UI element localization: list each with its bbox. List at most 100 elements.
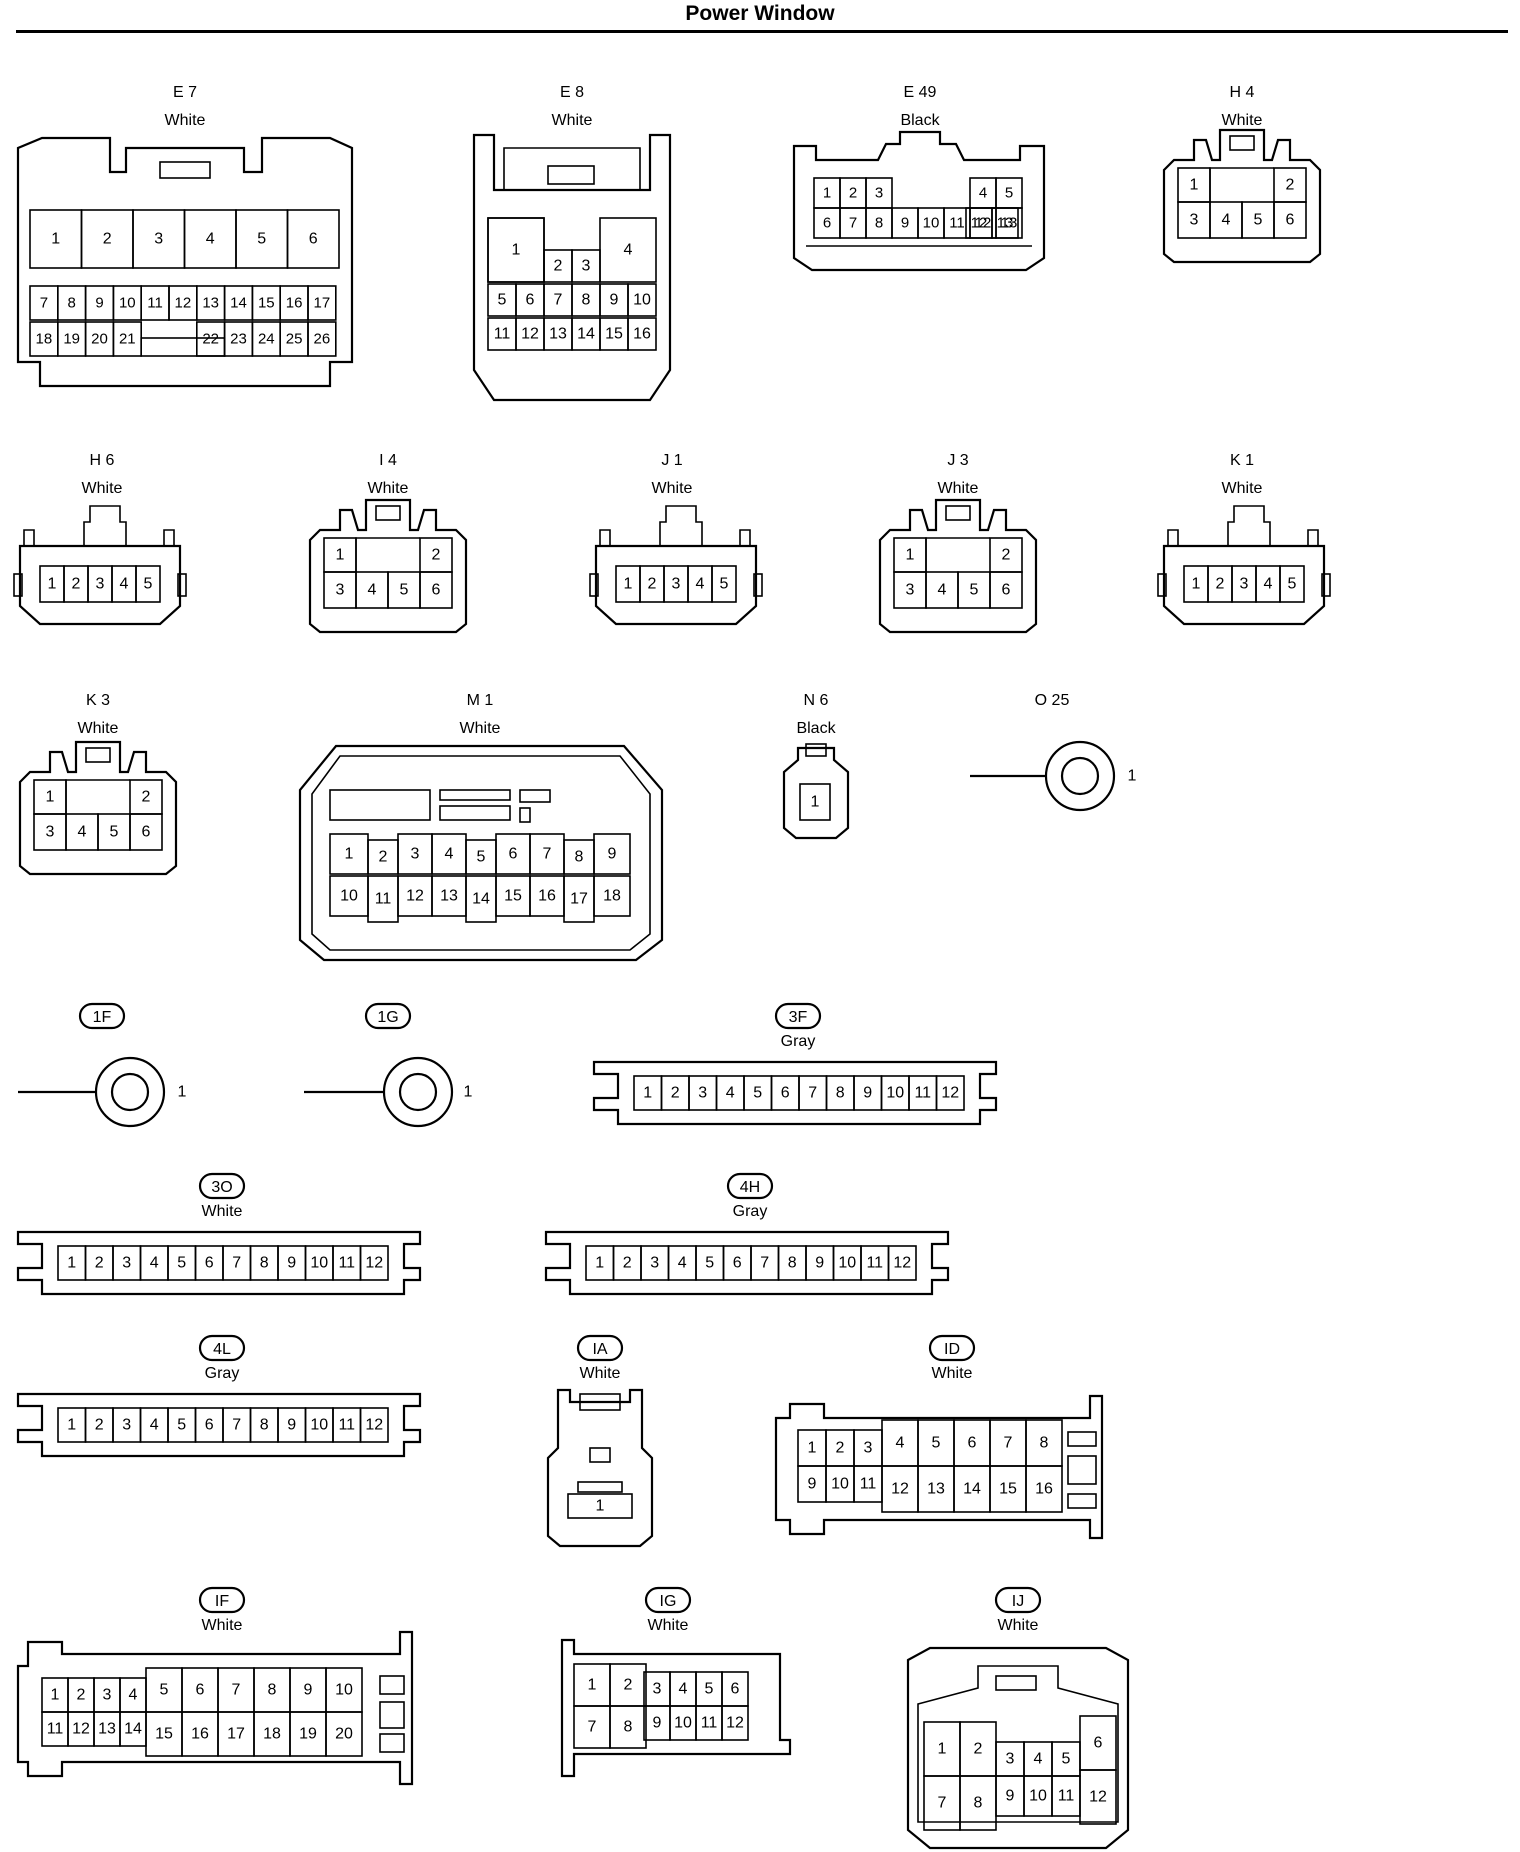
pin-label: 20 <box>91 331 108 348</box>
pin-label: 3 <box>582 258 591 275</box>
connector-hood <box>599 505 751 547</box>
pin-label: 6 <box>1002 582 1011 599</box>
pin-label: 17 <box>314 295 331 312</box>
pin-cell <box>135 565 161 603</box>
pin-label: 12 <box>971 215 988 232</box>
connector-color: Gray <box>733 1203 768 1220</box>
pin-label: 26 <box>314 331 331 348</box>
connector-color: White <box>648 1617 689 1634</box>
ring-hole <box>398 1072 438 1112</box>
pin-label: 5 <box>110 824 119 841</box>
connector-code: IA <box>592 1341 607 1358</box>
pin-label: 1 <box>336 547 345 564</box>
ring-terminal <box>94 1056 166 1128</box>
connector-color: White <box>652 480 693 497</box>
pin-label: 10 <box>886 1085 904 1102</box>
pin-label: 2 <box>95 1255 104 1272</box>
pin-label: 3 <box>672 576 681 593</box>
pin-label: 1 <box>823 185 831 202</box>
pin-label: 1 <box>906 547 915 564</box>
key-block <box>519 807 531 823</box>
pin-label: 7 <box>588 1719 597 1736</box>
pin-label: 5 <box>177 1255 186 1272</box>
title-rule <box>16 30 1508 33</box>
pin-label: 7 <box>543 846 552 863</box>
pin-label: 4 <box>150 1255 159 1272</box>
pin-label: 6 <box>432 582 441 599</box>
pin-label: 16 <box>286 295 303 312</box>
pin-label: 2 <box>1286 177 1295 194</box>
connector-badge <box>364 1002 412 1030</box>
pin-label: 4 <box>1222 212 1231 229</box>
pin-label: 6 <box>309 231 318 248</box>
side-rib <box>13 573 23 597</box>
pin-label: 10 <box>335 1682 353 1699</box>
guide <box>577 1481 623 1493</box>
pin-label: 1 <box>46 789 55 806</box>
pin-cell <box>887 1245 917 1281</box>
pin-label: 15 <box>605 326 623 343</box>
pin-label: 8 <box>582 292 591 309</box>
connector-housing <box>308 498 468 634</box>
pin-label: 1 <box>512 242 521 259</box>
pin-label: 5 <box>705 1255 714 1272</box>
pin-label: 2 <box>849 185 857 202</box>
pin-cell <box>989 571 1023 609</box>
pin-label: 3 <box>906 582 915 599</box>
pin-label: 2 <box>671 1085 680 1102</box>
connector-color: Gray <box>781 1033 816 1050</box>
connector-housing <box>1162 544 1326 626</box>
pin-label: 20 <box>335 1726 353 1743</box>
locking-tab <box>579 1393 621 1411</box>
connector-code: K 3 <box>86 692 110 709</box>
pin-label: 4 <box>1034 1751 1043 1768</box>
pin-label: 15 <box>999 1481 1017 1498</box>
connector-color: White <box>368 480 409 497</box>
connector-housing <box>546 1388 654 1548</box>
pin-label: 2 <box>648 576 657 593</box>
pin-label: 4 <box>979 185 987 202</box>
pin-label: 6 <box>1286 212 1295 229</box>
pin-label: 3 <box>122 1255 131 1272</box>
locking-tab <box>159 161 211 179</box>
pin-label: 7 <box>232 1255 241 1272</box>
key-block <box>519 789 551 803</box>
pin-label: 13 <box>1001 215 1018 232</box>
pin-label: 10 <box>310 1417 328 1434</box>
pin-label: 18 <box>603 888 621 905</box>
key-block <box>379 1733 405 1753</box>
pin-label: 11 <box>949 215 965 232</box>
ring-terminal <box>382 1056 454 1128</box>
pin-label: 3 <box>411 846 420 863</box>
pin-label: 5 <box>1288 576 1297 593</box>
pin-label: 8 <box>836 1085 845 1102</box>
pin-label: 10 <box>923 215 940 232</box>
connector-color: White <box>1222 480 1263 497</box>
key-block <box>439 805 511 821</box>
connector-color: Black <box>796 720 836 737</box>
pin-label: 6 <box>823 215 831 232</box>
connector-badge <box>198 1172 246 1200</box>
key-block <box>379 1701 405 1729</box>
pin-label: 11 <box>494 326 511 343</box>
pin-cell <box>307 285 337 321</box>
pin-label: 13 <box>98 1721 116 1738</box>
pin-label: 3 <box>653 1681 662 1698</box>
pin-label: 9 <box>95 295 103 312</box>
pin-label: 4 <box>129 1687 138 1704</box>
pin-cell <box>593 833 631 875</box>
pin-label: 10 <box>831 1476 849 1493</box>
pin-label: 6 <box>205 1417 214 1434</box>
side-rib <box>753 573 763 597</box>
pin-label: 3 <box>698 1085 707 1102</box>
connector-badge <box>644 1586 692 1614</box>
connector-code: E 49 <box>904 84 937 101</box>
pin-label: 1 <box>1128 768 1137 785</box>
pin-cell <box>1279 565 1305 603</box>
pin-label: 2 <box>836 1440 845 1457</box>
key-block <box>439 789 511 801</box>
